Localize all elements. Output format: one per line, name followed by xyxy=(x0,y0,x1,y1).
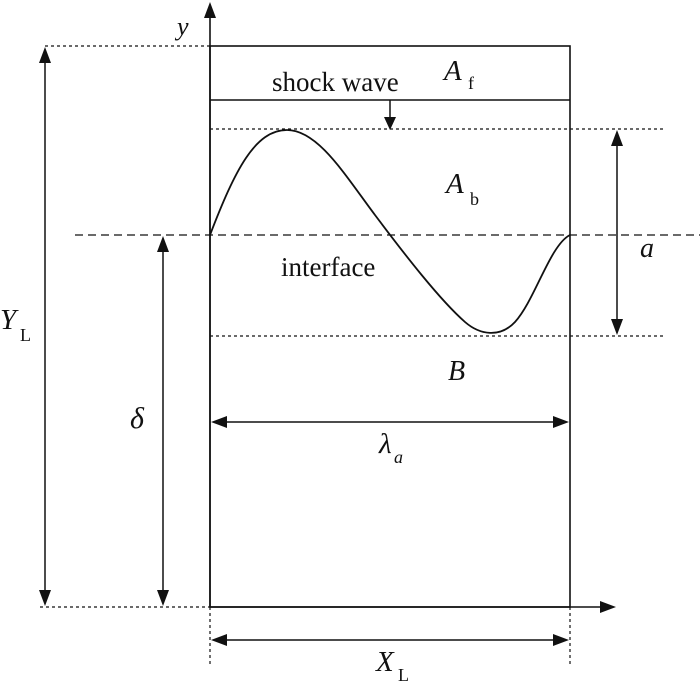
yl-arrow-bottom xyxy=(39,590,51,606)
af-label-main: A xyxy=(442,55,462,87)
lambda-label-sub: a xyxy=(394,447,403,467)
a-label: a xyxy=(640,233,654,264)
delta-arrow-top xyxy=(157,236,169,252)
yl-label-sub: L xyxy=(20,325,31,345)
domain-box xyxy=(209,45,571,608)
y-axis-label: y xyxy=(174,12,189,41)
ab-label-main: A xyxy=(444,168,464,200)
xl-arrow-left xyxy=(211,634,227,646)
interface-curve xyxy=(209,129,571,334)
shock-wave-label: shock wave xyxy=(272,67,399,97)
shock-arrow-head xyxy=(384,117,396,130)
y-axis-arrowhead xyxy=(204,2,216,18)
b-label: B xyxy=(448,356,465,387)
ab-label-sub: b xyxy=(470,189,479,209)
yl-label-main: Y xyxy=(0,304,19,336)
x-axis-arrowhead xyxy=(600,601,616,613)
yl-arrow-top xyxy=(39,47,51,63)
af-label-sub: f xyxy=(468,73,474,93)
xl-label-sub: L xyxy=(398,665,409,685)
lambda-arrow-right xyxy=(553,416,569,428)
lambda-label-main: λ xyxy=(378,428,392,460)
delta-arrow-bottom xyxy=(157,590,169,606)
delta-label: δ xyxy=(130,402,145,435)
interface-label: interface xyxy=(281,252,375,282)
a-arrow-top xyxy=(611,130,623,146)
xl-label-main: X xyxy=(375,646,395,678)
xl-arrow-right xyxy=(553,634,569,646)
a-arrow-bottom xyxy=(611,319,623,335)
lambda-arrow-left xyxy=(211,416,227,428)
